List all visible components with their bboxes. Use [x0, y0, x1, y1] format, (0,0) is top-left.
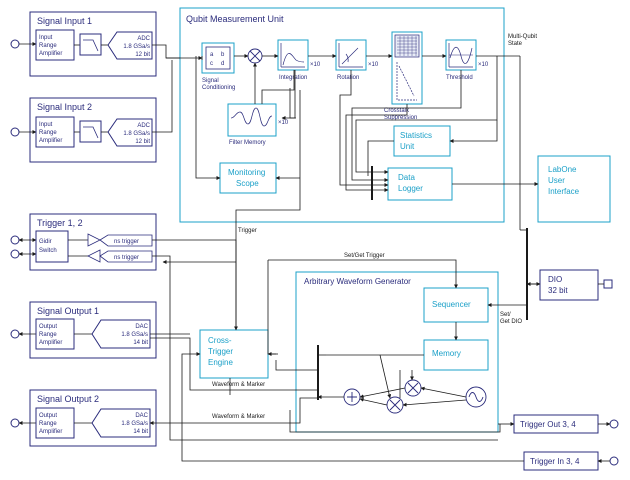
filter-memory-x10: ×10 [278, 120, 289, 126]
signal-conditioning-block [201, 42, 235, 74]
signal-input-1-title: Signal Input 1 [37, 16, 92, 26]
awg-title: Arbitrary Waveform Generator [304, 277, 411, 286]
ns-trigger-out-label: ns trigger [114, 239, 139, 245]
threshold-label: Threshold [446, 75, 473, 81]
sequencer-label: Sequencer [432, 300, 471, 309]
rotation-label: Rotation [337, 75, 359, 81]
trigger-out-34: Trigger Out 3, 4 [513, 414, 619, 434]
waveform-marker-label-2: Waveform & Marker [212, 414, 265, 420]
signal-output-1-connector-icon [10, 329, 20, 339]
signal-input-2-connector-icon [10, 127, 20, 137]
trigger-12-title: Trigger 1, 2 [37, 218, 83, 228]
trigger-out-connector-icon [609, 419, 619, 429]
trigger-in-connector-icon [609, 456, 619, 466]
output-range-amplifier-1 [35, 318, 75, 350]
set-get-trigger-label: Set/Get Trigger [344, 253, 385, 259]
filter-memory-block [227, 103, 277, 137]
integration-block [277, 39, 309, 71]
signal-output-1-title: Signal Output 1 [37, 306, 99, 316]
rotation-x10: ×10 [368, 62, 379, 68]
monitoring-scope-block [219, 162, 277, 194]
waveform-marker-label-1: Waveform & Marker [212, 382, 265, 388]
signal-input-1-connector-icon [10, 39, 20, 49]
input-range-amplifier-2 [35, 116, 75, 148]
arbitrary-waveform-generator: Arbitrary Waveform Generator Sequencer M… [275, 271, 499, 433]
trigger-wire-label: Trigger [238, 228, 257, 234]
trigger-2-connector-icon [10, 249, 20, 259]
signal-output-2-connector-icon [10, 418, 20, 428]
signal-output-2-title: Signal Output 2 [37, 394, 99, 404]
input-range-amplifier-1 [35, 29, 75, 61]
threshold-x10: ×10 [478, 62, 489, 68]
gidir-switch [35, 230, 69, 263]
trigger-out-label: Trigger Out 3, 4 [520, 420, 576, 429]
integration-label: Integration [279, 75, 307, 81]
dio-connector-icon [603, 279, 613, 289]
buffer-icon [87, 233, 101, 247]
sequencer-block [423, 287, 489, 323]
signal-input-2-title: Signal Input 2 [37, 102, 92, 112]
data-logger-block [387, 167, 453, 201]
memory-label: Memory [432, 349, 461, 358]
lowpass-filter-icon [79, 33, 102, 56]
adc-1 [107, 31, 153, 60]
ns-trigger-in-label: ns trigger [114, 255, 139, 261]
trigger-in-34: Trigger In 3, 4 [523, 451, 619, 471]
lowpass-filter-icon [79, 120, 102, 143]
integration-x10: ×10 [310, 62, 321, 68]
trigger-1-connector-icon [10, 235, 20, 245]
adc-2 [107, 118, 153, 147]
filter-memory-label: Filter Memory [229, 140, 266, 146]
trigger-in-label: Trigger In 3, 4 [530, 457, 580, 466]
set-get-dio-label: Set/Get DIO [500, 312, 522, 325]
qmu-title: Qubit Measurement Unit [186, 14, 284, 24]
output-range-amplifier-2 [35, 407, 75, 439]
